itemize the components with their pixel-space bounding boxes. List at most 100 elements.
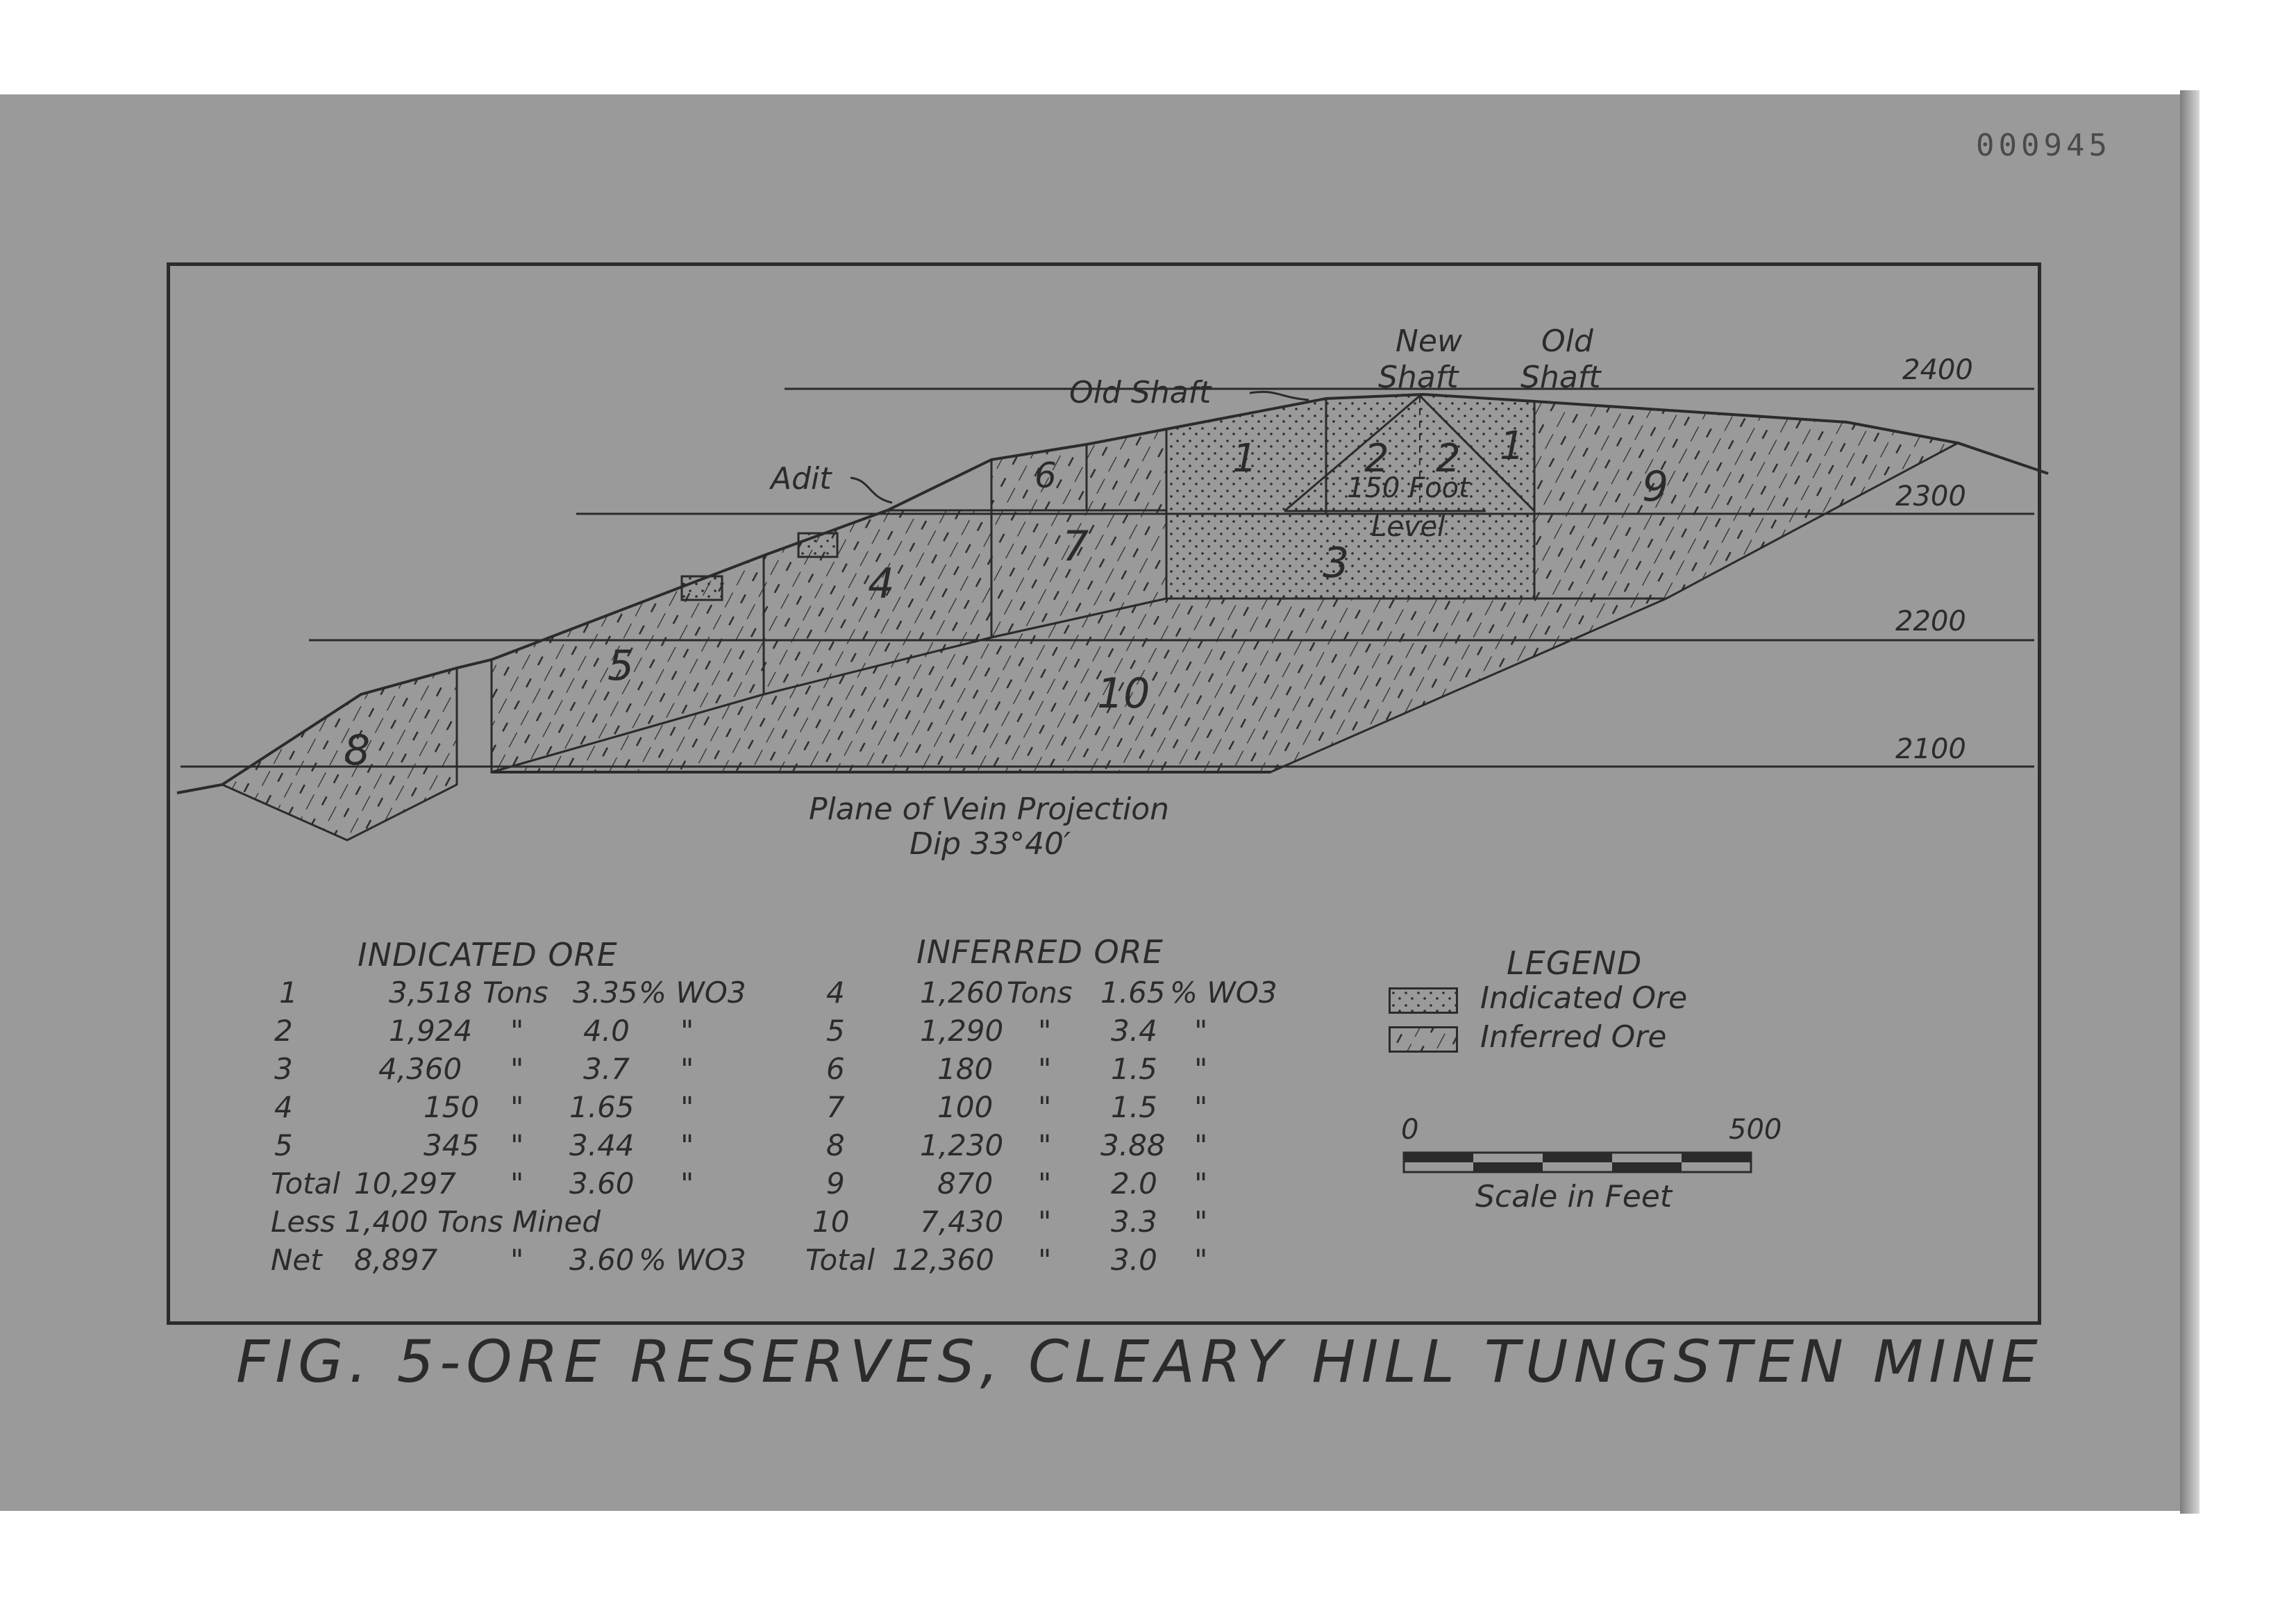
scale-seg — [1473, 1162, 1543, 1172]
block-cell: 5 — [274, 1128, 293, 1162]
grade-unit-cell: " — [680, 1167, 694, 1201]
amount-cell: 180 — [937, 1052, 994, 1086]
amount-cell: 3,518 — [389, 976, 473, 1010]
serial-number: 000945 — [1976, 128, 2111, 163]
adit-leader — [850, 476, 893, 504]
scale-seg — [1404, 1153, 1473, 1162]
grade-cell: 3.35 — [573, 976, 638, 1010]
ground-surface-line — [176, 392, 2049, 794]
block-cell: 6 — [826, 1052, 845, 1086]
amount-cell: 1,230 — [920, 1128, 1004, 1162]
grade-unit-cell: " — [1194, 1243, 1208, 1277]
adit-label: Adit — [771, 461, 832, 496]
legend-label-indicated: Indicated Ore — [1480, 980, 1688, 1016]
indicated-ore-table: 1 3,518 Tons 3.35 % WO3 2 1,924 " 4.0 " … — [271, 976, 771, 1295]
scale-bar — [1402, 1151, 1752, 1173]
scale-label: Scale in Feet — [1475, 1179, 1673, 1214]
amount-cell: 1,290 — [920, 1014, 1004, 1048]
net-label: Net — [271, 1243, 322, 1277]
block-cell: 8 — [826, 1128, 845, 1162]
grade-cell: 3.60 — [569, 1167, 635, 1201]
new-shaft-line — [1418, 394, 1536, 512]
grade-cell: 3.0 — [1111, 1243, 1157, 1277]
grade-unit-cell: " — [1194, 1052, 1208, 1086]
scale-seg — [1612, 1162, 1682, 1172]
grade-cell: 1.5 — [1111, 1052, 1157, 1086]
net-unit: " — [510, 1243, 524, 1277]
net-grade-unit: % WO3 — [639, 1243, 746, 1277]
shaft-incline-line — [1284, 394, 1421, 512]
block-label-8: 8 — [344, 726, 371, 775]
unit-cell: Tons — [483, 976, 548, 1010]
grade-unit-cell: % WO3 — [639, 976, 746, 1010]
grade-unit-cell: " — [680, 1128, 694, 1162]
old-shaft-leader — [1249, 390, 1309, 401]
block-label-3: 3 — [1323, 539, 1350, 587]
mined-patch-2 — [797, 532, 839, 558]
figure-caption: FIG. 5-ORE RESERVES, CLEARY HILL TUNGSTE… — [236, 1328, 2043, 1396]
amount-cell: 1,260 — [920, 976, 1004, 1010]
new-shaft-label-line1: New — [1396, 324, 1462, 359]
block-label-1a: 1 — [1232, 436, 1257, 481]
amount-cell: 100 — [937, 1090, 994, 1124]
legend-label-inferred: Inferred Ore — [1480, 1019, 1667, 1055]
vein-projection-label-line1: Plane of Vein Projection — [809, 792, 1170, 827]
unit-cell: " — [510, 1167, 524, 1201]
block-cell: 4 — [274, 1090, 293, 1124]
block-label-2a: 2 — [1364, 436, 1389, 481]
block-cell: Total — [805, 1243, 875, 1277]
elevation-label-2300: 2300 — [1895, 480, 1966, 512]
block-cell: 1 — [279, 976, 298, 1010]
vein-projection-label-line2: Dip 33°40′ — [910, 826, 1071, 862]
grade-cell: 1.5 — [1111, 1090, 1157, 1124]
grade-unit-cell: % WO3 — [1170, 976, 1277, 1010]
scale-seg — [1543, 1153, 1612, 1162]
unit-cell: " — [1038, 1128, 1052, 1162]
grade-cell: 4.0 — [583, 1014, 630, 1048]
net-grade: 3.60 — [569, 1243, 635, 1277]
block-label-5: 5 — [607, 642, 635, 690]
hatch-swatch-icon — [1391, 1028, 1456, 1051]
figure-frame — [167, 262, 2041, 1325]
block-label-6: 6 — [1034, 455, 1057, 496]
amount-cell: 345 — [424, 1128, 480, 1162]
unit-cell: Tons — [1007, 976, 1073, 1010]
dots-swatch-icon — [1391, 989, 1456, 1012]
unit-cell: " — [1038, 1052, 1052, 1086]
grade-cell: 3.88 — [1100, 1128, 1166, 1162]
elevation-label-2200: 2200 — [1895, 605, 1966, 637]
amount-cell: 870 — [937, 1167, 994, 1201]
legend-swatch-inferred — [1389, 1026, 1458, 1053]
block-label-10: 10 — [1097, 669, 1150, 718]
scale-seg — [1682, 1153, 1751, 1162]
grade-cell: 2.0 — [1111, 1167, 1157, 1201]
grade-cell: 3.3 — [1111, 1205, 1157, 1239]
legend-swatch-indicated — [1389, 987, 1458, 1014]
scale-end-label: 500 — [1729, 1114, 1782, 1146]
amount-cell: 7,430 — [920, 1205, 1004, 1239]
legend-title: LEGEND — [1507, 944, 1643, 982]
block-cell: 4 — [826, 976, 845, 1010]
block-label-2b: 2 — [1436, 436, 1461, 481]
unit-cell: " — [1038, 1167, 1052, 1201]
block-3-region — [1165, 512, 1536, 600]
inferred-ore-title: INFERRED ORE — [916, 933, 1164, 971]
amount-cell: 12,360 — [892, 1243, 994, 1277]
grade-unit-cell: " — [1194, 1090, 1208, 1124]
new-shaft-label-line2: Shaft — [1378, 360, 1459, 395]
amount-cell: 1,924 — [389, 1014, 473, 1048]
level-label-line2: Level — [1371, 511, 1446, 543]
grade-unit-cell: " — [680, 1014, 694, 1048]
amount-cell: 4,360 — [378, 1052, 462, 1086]
grade-unit-cell: " — [1194, 1205, 1208, 1239]
less-mined-text: Less 1,400 Tons Mined — [271, 1205, 601, 1239]
block-8-region — [219, 667, 458, 842]
grade-cell: 3.4 — [1111, 1014, 1157, 1048]
grade-unit-cell: " — [680, 1052, 694, 1086]
unit-cell: " — [1038, 1014, 1052, 1048]
grade-unit-cell: " — [1194, 1128, 1208, 1162]
block-cell: 7 — [826, 1090, 845, 1124]
block-cell: 5 — [826, 1014, 845, 1048]
net-amount: 8,897 — [354, 1243, 438, 1277]
unit-cell: " — [510, 1014, 524, 1048]
